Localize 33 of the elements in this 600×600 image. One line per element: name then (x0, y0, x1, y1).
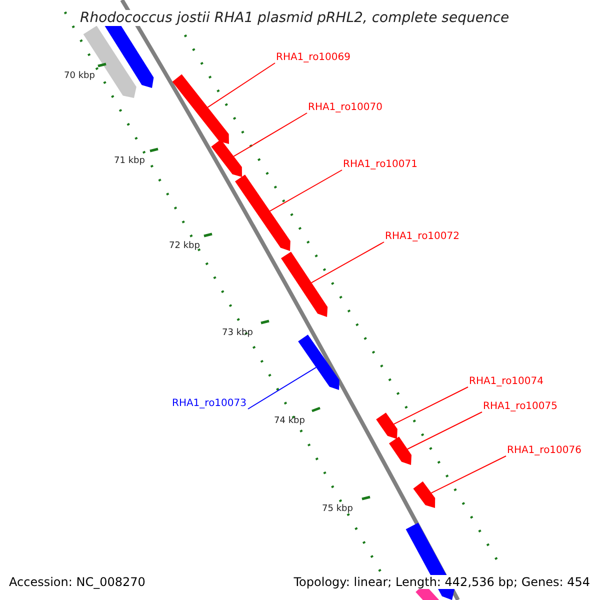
gene-label: RHA1_ro10075 (483, 401, 558, 413)
gene-feature (211, 139, 242, 177)
leader-line (406, 412, 482, 450)
tick-label: 74 kbp (274, 415, 305, 427)
gene-label: RHA1_ro10076 (507, 445, 582, 457)
leader-line (233, 112, 308, 157)
gene-label: RHA1_ro10073 (172, 398, 246, 410)
leader-line (207, 62, 276, 108)
leader-line (430, 456, 506, 494)
tick-label: 73 kbp (222, 327, 253, 339)
tick-label: 70 kbp (64, 70, 95, 82)
gene-label: RHA1_ro10071 (343, 159, 418, 171)
leader-line (393, 386, 468, 425)
gene-feature (235, 174, 290, 251)
accession-note: Accession: NC_008270 (9, 575, 146, 589)
tick-label: 71 kbp (114, 155, 145, 167)
map-title: Rhodococcus jostii RHA1 plasmid pRHL2, complete sequence (80, 10, 510, 26)
tick-label: 75 kbp (322, 503, 353, 515)
gene-label: RHA1_ro10070 (308, 102, 382, 114)
gene-label: RHA1_ro10069 (276, 52, 350, 64)
gene-feature (298, 334, 340, 390)
summary-note: Topology: linear; Length: 442,536 bp; Genes: 454 (294, 575, 590, 589)
gene-feature (413, 481, 436, 508)
tick-label: 72 kbp (169, 240, 200, 252)
gene-label: RHA1_ro10074 (469, 376, 544, 388)
leader-line (311, 242, 384, 284)
gene-label: RHA1_ro10072 (385, 231, 460, 243)
gene-feature (172, 74, 229, 144)
leader-line (248, 366, 317, 410)
gene-feature (281, 252, 328, 317)
gene-feature (376, 412, 398, 439)
gene-feature (389, 436, 412, 465)
leader-line (269, 170, 342, 212)
